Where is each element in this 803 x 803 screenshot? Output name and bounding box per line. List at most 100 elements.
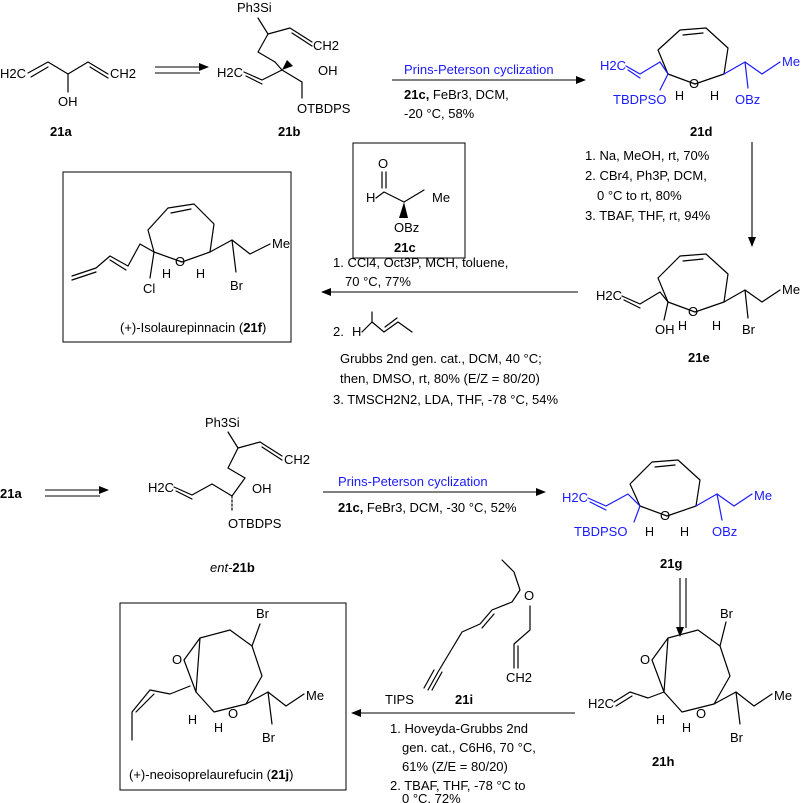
multistep-arrow-1 <box>155 63 209 74</box>
label-21e: 21e <box>688 350 710 365</box>
name-21j: (+)-neoisoprelaurefucin ( <box>129 767 272 782</box>
step5-line5: 0 °C, 72% <box>402 791 461 803</box>
atom-ch2-21i: CH2 <box>506 670 532 685</box>
atom-ph3si-ent: Ph3Si <box>205 415 240 430</box>
step2-arrow: 1. Na, MeOH, rt, 70% 2. CBr4, Ph3P, DCM,… <box>585 142 756 247</box>
svg-text:(+)-Isolaurepinnacin (21f): (+)-Isolaurepinnacin (21f) <box>120 320 266 335</box>
atom-h-croton: H <box>352 324 361 339</box>
atom-h-21c: H <box>366 190 375 205</box>
svg-text:21c, FeBr3, DCM,: 21c, FeBr3, DCM, <box>404 87 509 102</box>
atom-me-21d: Me <box>782 54 800 69</box>
atom-h-21f-2: H <box>196 267 205 281</box>
atom-o-21j-ring: O <box>228 706 238 721</box>
atom-h-21h-2: H <box>682 721 691 735</box>
step3-arrow: 1. CCl4, Oct3P, MCH, toluene, 70 °C, 77%… <box>321 255 578 407</box>
atom-me-21e: Me <box>782 282 800 297</box>
step2-line1: 1. Na, MeOH, rt, 70% <box>585 148 710 163</box>
atom-br-21j-top: Br <box>256 606 270 621</box>
label-21c: 21c <box>394 240 416 255</box>
atom-h-21d-1: H <box>675 89 684 103</box>
step1-arrow: Prins-Peterson cyclization 21c, FeBr3, D… <box>392 62 586 121</box>
atom-o-21i: O <box>524 588 534 603</box>
atom-obz-21d: OBz <box>735 92 760 107</box>
step3-line1: 1. CCl4, Oct3P, MCH, toluene, <box>333 255 508 270</box>
atom-me-21h: Me <box>774 688 792 703</box>
atom-h2c-21e: H2C <box>596 288 622 303</box>
compound-21a: H2C CH2 OH 21a <box>0 61 136 139</box>
atom-o-21h-ring: O <box>696 706 706 721</box>
label-ent-prefix: ent- <box>210 560 233 575</box>
compound-21j-box: O O Br H H Me Br (+)-neoisoprelaurefucin… <box>119 602 347 791</box>
atom-h-21f-1: H <box>162 267 171 281</box>
step4-title: Prins-Peterson cyclization <box>338 474 488 489</box>
compound-ent-21b: Ph3Si CH2 H2C OH OTBDPS ent-21b <box>148 415 310 575</box>
atom-h-21e-1: H <box>678 319 687 333</box>
step4-reagent-rest: FeBr3, DCM, -30 °C, 52% <box>363 500 517 515</box>
label-21g: 21g <box>660 556 682 571</box>
atom-br-21h-top: Br <box>720 606 734 621</box>
atom-h2c-ent: H2C <box>148 480 174 495</box>
atom-br-21j: Br <box>262 730 276 745</box>
step5-line1: 1. Hoveyda-Grubbs 2nd <box>390 721 528 736</box>
atom-oh-21e: OH <box>655 322 675 337</box>
atom-ch2-21b: CH2 <box>313 38 339 53</box>
multistep-arrow-2 <box>45 486 109 497</box>
atom-oh-21b: OH <box>318 63 338 78</box>
step5-line4: 2. TBAF, THF, -78 °C to <box>390 778 525 793</box>
atom-o-21c: O <box>378 156 388 171</box>
compound-21f-box: O Cl H H Me Br (+)-Isolaurepinnacin (21f… <box>62 171 292 343</box>
label-21a: 21a <box>50 124 72 139</box>
atom-me-21c: Me <box>432 190 450 205</box>
atom-tips-21i: TIPS <box>385 692 414 707</box>
step2-line3: 0 °C to rt, 80% <box>597 188 682 203</box>
step3-line4: Grubbs 2nd gen. cat., DCM, 40 °C; <box>340 351 542 366</box>
compound-21b: Ph3Si CH2 H2C OH OTBDPS 21b <box>217 0 351 139</box>
atom-br-21h: Br <box>730 730 744 745</box>
compound-21i: O CH2 TIPS 21i <box>385 559 534 707</box>
atom-otbdps-ent: OTBDPS <box>228 516 282 531</box>
step2-line4: 3. TBAF, THF, rt, 94% <box>585 208 711 223</box>
atom-h-21h-1: H <box>656 713 665 727</box>
label-21j: 21j <box>271 767 289 782</box>
atom-obz-21g: OBz <box>712 524 737 539</box>
step3-line2: 70 °C, 77% <box>345 274 411 289</box>
label-21a-row3: 21a <box>0 486 22 501</box>
atom-obz-21c: OBz <box>394 220 419 235</box>
step1-reagent-rest: FeBr3, DCM, <box>429 87 508 102</box>
step5-line3: 61% (Z/E = 80/20) <box>402 759 508 774</box>
atom-o-21j-epox: O <box>172 652 182 667</box>
atom-ch2-ent: CH2 <box>284 452 310 467</box>
atom-me-21j: Me <box>306 688 324 703</box>
label-21h: 21h <box>652 754 674 769</box>
atom-tbdpso-21d: TBDPSO <box>613 92 666 107</box>
atom-o-21e: O <box>688 304 698 319</box>
atom-o-21h-epox: O <box>640 652 650 667</box>
atom-h-21g-1: H <box>645 525 654 539</box>
step3-line6: 3. TMSCH2N2, LDA, THF, -78 °C, 54% <box>333 392 559 407</box>
atom-h-21j-2: H <box>214 721 223 735</box>
step2-line2: 2. CBr4, Ph3P, DCM, <box>585 168 707 183</box>
atom-me-21f: Me <box>272 236 290 251</box>
atom-me-21g: Me <box>754 488 772 503</box>
compound-21h: O O Br H2C H H Me Br 21h <box>588 606 792 769</box>
atom-o-21d: O <box>689 76 699 91</box>
atom-br-21e: Br <box>742 322 756 337</box>
atom-h-21e-2: H <box>712 319 721 333</box>
label-21i: 21i <box>455 692 473 707</box>
atom-h2c-21h: H2C <box>588 696 614 711</box>
atom-ph3si: Ph3Si <box>237 0 272 15</box>
compound-21d: O H2C TBDPSO H H Me OBz 21d <box>600 27 800 139</box>
svg-text:21c, FeBr3, DCM, -30 °C, 52%: 21c, FeBr3, DCM, -30 °C, 52% <box>338 500 517 515</box>
atom-cl-21f: Cl <box>143 281 155 296</box>
atom-h-21g-2: H <box>680 525 689 539</box>
multistep-arrow-3 <box>676 578 687 637</box>
atom-o-21f: O <box>175 254 185 269</box>
atom-br-21f: Br <box>230 278 244 293</box>
atom-h2c-21g: H2C <box>562 490 588 505</box>
step3-line5: then, DMSO, rt, 80% (E/Z = 80/20) <box>340 371 540 386</box>
atom-h2c-21b: H2C <box>217 65 243 80</box>
step5-arrow: 1. Hoveyda-Grubbs 2nd gen. cat., C6H6, 7… <box>351 709 575 803</box>
label-ent-21b: 21b <box>232 560 254 575</box>
step1-reagent-21c: 21c, <box>404 87 429 102</box>
